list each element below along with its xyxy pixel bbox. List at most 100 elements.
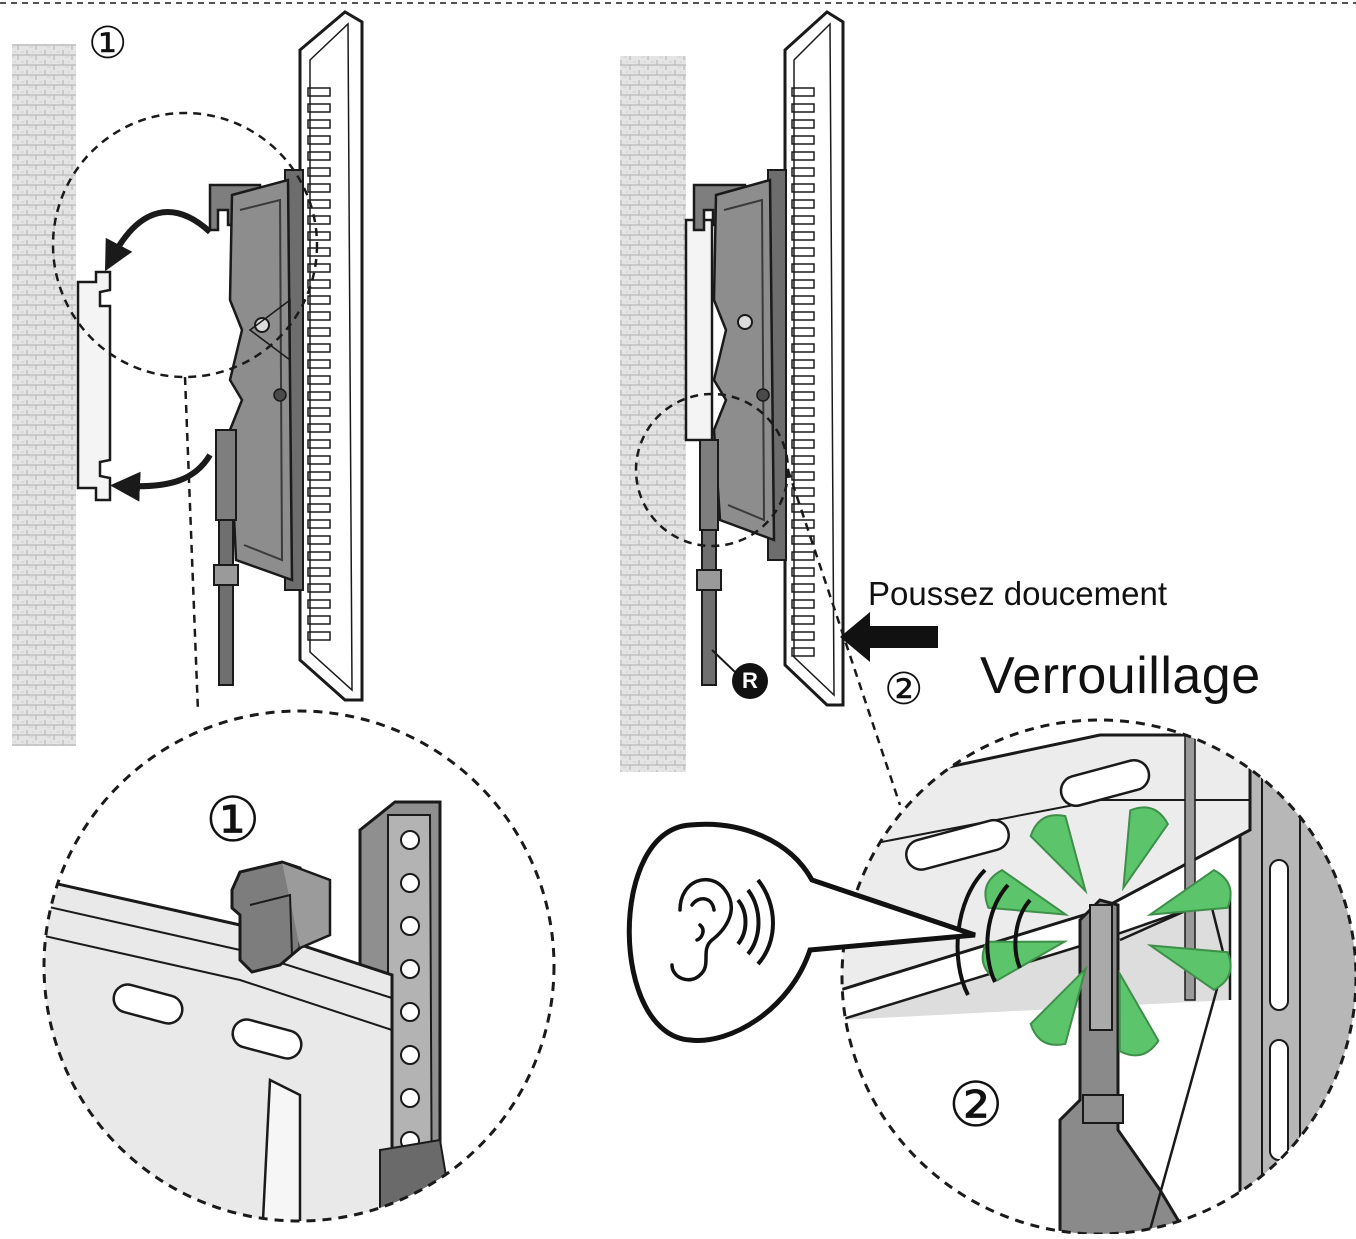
tv-vent-slot <box>307 583 331 593</box>
tv-vent-slot <box>307 247 331 257</box>
step-number-1-top: ① <box>88 19 128 68</box>
tv-vent-slot <box>307 311 331 321</box>
wall-plate-left <box>76 270 112 502</box>
tv-vent-slot <box>791 199 815 209</box>
tv-vent-slot <box>307 615 331 625</box>
wall-right <box>620 56 686 772</box>
push-arrow-icon <box>840 612 938 662</box>
tv-vent-slot <box>791 151 815 161</box>
tv-vent-slot <box>791 599 815 609</box>
tv-vent-slot <box>791 423 815 433</box>
sound-wave-icon <box>756 878 775 966</box>
tv-left <box>284 10 364 702</box>
tv-vent-slot <box>791 135 815 145</box>
tv-vent-slot <box>307 423 331 433</box>
tv-vent-slot <box>791 183 815 193</box>
tv-vent-slot <box>307 503 331 513</box>
tv-vent-slot <box>791 375 815 385</box>
tv-vent-slot <box>307 327 331 337</box>
step-number-1-detail: ① <box>205 786 261 855</box>
tv-vent-slot <box>791 167 815 177</box>
tv-vent-slot <box>307 167 331 177</box>
tv-vent-slot <box>307 279 331 289</box>
wall-left <box>12 44 76 746</box>
zoom-circle-large-left <box>42 709 556 1223</box>
tv-vent-slot <box>307 407 331 417</box>
tv-right <box>767 10 845 707</box>
zoom-leader-right <box>786 469 902 806</box>
tv-vent-slot <box>791 471 815 481</box>
tv-vent-slot <box>307 119 331 129</box>
bracket-hole <box>400 916 420 936</box>
tv-vent-slot <box>307 263 331 273</box>
click-petal <box>1029 814 1088 895</box>
tv-vent-slot <box>307 135 331 145</box>
zoom-circle-small-left <box>51 111 319 379</box>
tv-vent-slot <box>307 567 331 577</box>
tv-vent-slot <box>307 551 331 561</box>
tv-vent-slot <box>791 359 815 369</box>
tv-vent-slot <box>791 439 815 449</box>
tv-vent-slot <box>791 455 815 465</box>
step-number-2-top: ② <box>884 665 924 714</box>
tv-vent-slot <box>791 103 815 113</box>
tv-vent-slot <box>307 631 331 641</box>
tv-vent-slot <box>307 295 331 305</box>
tv-vent-slot <box>307 519 331 529</box>
ear-icon <box>670 878 733 982</box>
tv-vent-slot <box>791 535 815 545</box>
step-number-2-detail: ② <box>948 1071 1004 1140</box>
tv-vent-slot <box>791 631 815 641</box>
tv-vent-slot <box>307 103 331 113</box>
tv-vent-slot <box>307 375 331 385</box>
sound-wave-icon <box>736 898 748 946</box>
tv-vent-slot <box>307 599 331 609</box>
click-petal <box>1029 965 1088 1046</box>
locking-label: Verrouillage <box>980 647 1261 705</box>
tv-vent-slot <box>307 439 331 449</box>
tv-vent-slot <box>307 535 331 545</box>
tv-vent-slot <box>307 183 331 193</box>
tv-vent-slot <box>791 311 815 321</box>
tv-vent-slot <box>791 279 815 289</box>
click-burst <box>981 806 1232 1057</box>
click-petal <box>1122 806 1170 892</box>
tv-vent-slot <box>791 343 815 353</box>
bracket-hole <box>400 1088 420 1108</box>
tv-vent-slot <box>791 615 815 625</box>
click-petal <box>984 868 1070 916</box>
tv-vent-slot <box>307 391 331 401</box>
tv-vent-slot <box>307 215 331 225</box>
wall-plate-right <box>684 218 714 442</box>
bracket-hole <box>400 1002 420 1022</box>
tv-vent-slot <box>791 583 815 593</box>
right-scene <box>620 10 938 806</box>
tv-vent-slot <box>307 455 331 465</box>
tv-vent-slot <box>791 391 815 401</box>
curved-arrow-icon <box>104 209 213 272</box>
tv-bracket-left <box>208 178 294 686</box>
tv-vent-slot <box>307 231 331 241</box>
tv-vent-slot <box>791 263 815 273</box>
tv-vent-slot <box>791 247 815 257</box>
left-scene <box>12 10 364 746</box>
tv-bracket-right <box>692 178 776 686</box>
tv-vent-slot <box>307 487 331 497</box>
zoom-leader-left <box>183 376 200 713</box>
tv-vent-slot <box>307 359 331 369</box>
tv-vent-slot <box>791 215 815 225</box>
tv-vent-slot <box>791 231 815 241</box>
curved-arrow-icon <box>110 453 213 502</box>
r-badge: R <box>732 663 768 699</box>
sound-wave-icon <box>985 883 1010 983</box>
click-petal <box>1146 944 1232 992</box>
tv-vent-slot <box>791 119 815 129</box>
bracket-hole <box>400 830 420 850</box>
sound-wave-icon <box>746 888 761 956</box>
ear-callout <box>626 821 976 1043</box>
tv-vent-slot <box>791 647 815 657</box>
bracket-hole <box>400 873 420 893</box>
tv-vent-slot <box>791 567 815 577</box>
